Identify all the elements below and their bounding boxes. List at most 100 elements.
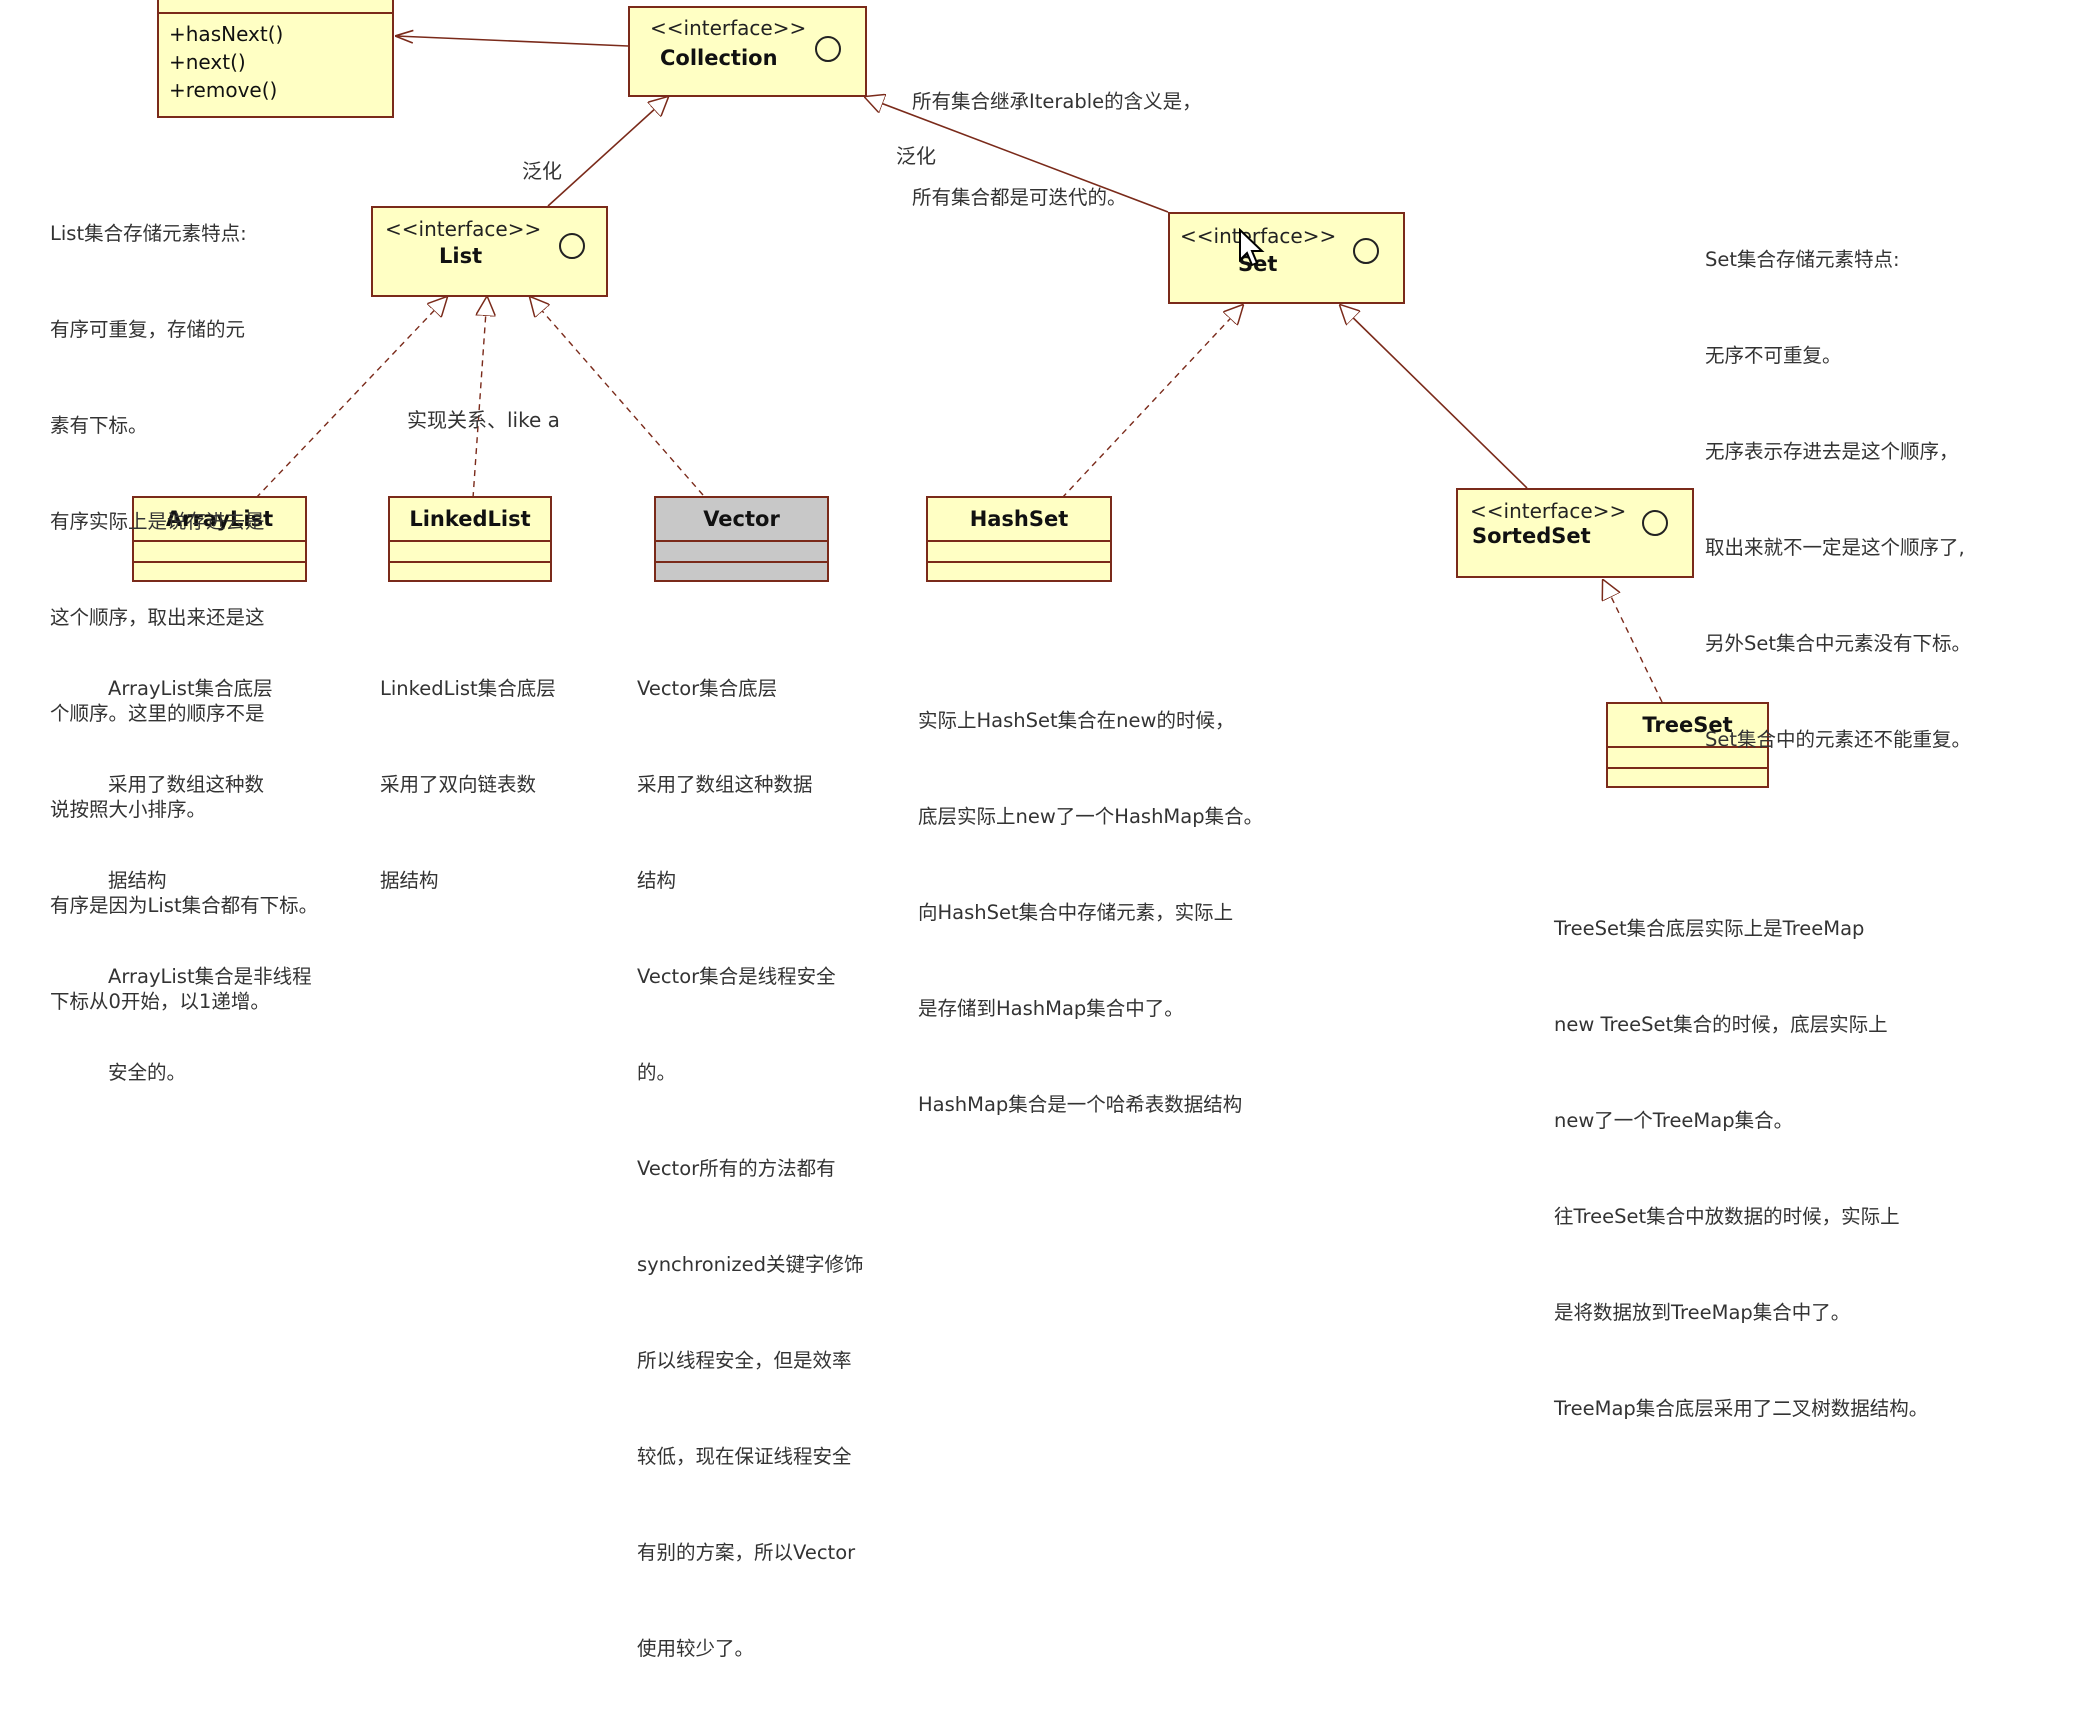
note-line: TreeMap集合底层采用了二叉树数据结构。 (1554, 1397, 1929, 1420)
interface-circle-icon (1353, 238, 1379, 264)
note-line: 结构 (637, 869, 677, 892)
note-line: new TreeSet集合的时候，底层实际上 (1554, 1013, 1888, 1036)
note-line: 所有集合继承Iterable的含义是， (912, 90, 1202, 113)
class-name: Vector (656, 498, 827, 542)
note-line: List集合存储元素特点: (50, 222, 247, 245)
note-line: 这个顺序，取出来还是这 (50, 606, 265, 629)
note-line: TreeSet集合底层实际上是TreeMap (1554, 917, 1865, 940)
hashset-class-box[interactable]: HashSet (926, 496, 1112, 582)
note-line: 个顺序。这里的顺序不是 (50, 702, 265, 725)
note-line: 是将数据放到TreeMap集合中了。 (1554, 1301, 1851, 1324)
class-attributes-section (928, 542, 1110, 563)
note-line: 另外Set集合中元素没有下标。 (1705, 632, 1972, 655)
vector-note: Vector集合底层 采用了数组这种数据 结构 Vector集合是线程安全 的。… (637, 609, 864, 1729)
note-line: 素有下标。 (50, 414, 148, 437)
note-line: 有序是因为List集合都有下标。 (50, 894, 319, 917)
edge-treeset-to-sortedset (1603, 580, 1663, 703)
note-line: 实际上HashSet集合在new的时候， (918, 709, 1235, 732)
note-line: Vector集合底层 (637, 677, 778, 700)
note-line: 安全的。 (108, 1061, 187, 1084)
note-line: ArrayList集合底层 (108, 677, 273, 700)
list-note: List集合存储元素特点: 有序可重复，存储的元 素有下标。 有序实际上是说存进… (50, 154, 318, 1082)
note-line: Vector集合是线程安全 (637, 965, 836, 988)
hashset-note: 实际上HashSet集合在new的时候， 底层实际上new了一个HashMap集… (918, 641, 1263, 1185)
iterator-box-divider (159, 12, 392, 14)
stereotype-label: <<interface>> (385, 217, 542, 241)
collection-interface-box[interactable]: <<interface>> Collection (628, 6, 867, 97)
class-name: HashSet (928, 498, 1110, 542)
note-line: 据结构 (380, 869, 439, 892)
note-line: 所以线程安全，但是效率 (637, 1349, 852, 1372)
relationship-lines (255, 0, 1663, 703)
class-name: TreeSet (1608, 704, 1767, 748)
edge-sortedset-to-set (1340, 305, 1528, 489)
note-line: 有序可重复，存储的元 (50, 318, 246, 341)
iterator-method: +next() (169, 50, 246, 74)
note-line: 采用了数组这种数据 (637, 773, 813, 796)
note-line: 底层实际上new了一个HashMap集合。 (918, 805, 1264, 828)
set-note: Set集合存储元素特点: 无序不可重复。 无序表示存进去是这个顺序， 取出来就不… (1705, 180, 1971, 820)
class-attributes-section (134, 542, 305, 563)
collection-note: 所有集合继承Iterable的含义是， 所有集合都是可迭代的。 (912, 22, 1202, 278)
realization-label: 实现关系、like a (407, 408, 560, 432)
note-line: 下标从0开始，以1递增。 (50, 990, 270, 1013)
interface-name: Collection (660, 46, 778, 70)
note-line: 无序表示存进去是这个顺序， (1705, 440, 1959, 463)
note-line: 的。 (637, 1061, 677, 1084)
class-attributes-section (656, 542, 827, 563)
note-line: Set集合中的元素还不能重复。 (1705, 728, 1972, 751)
iterator-method: +hasNext() (169, 22, 284, 46)
note-line: 较低，现在保证线程安全 (637, 1445, 852, 1468)
interface-name: SortedSet (1472, 524, 1591, 548)
class-name: LinkedList (390, 498, 550, 542)
interface-circle-icon (815, 36, 841, 62)
mouse-cursor-icon (1239, 228, 1265, 267)
stereotype-label: <<interface>> (1470, 499, 1627, 523)
edge-linkedlist-to-list (472, 297, 487, 499)
interface-name: List (439, 244, 483, 268)
iterator-class-box[interactable]: +hasNext() +next() +remove() (157, 0, 394, 118)
note-line: 有别的方案，所以Vector (637, 1541, 856, 1564)
arraylist-class-box[interactable]: ArrayList (132, 496, 307, 582)
generalization-label: 泛化 (522, 159, 562, 183)
stereotype-label: <<interface>> (650, 16, 807, 40)
uml-diagram-canvas: +hasNext() +next() +remove() <<interface… (50, 0, 1971, 1660)
note-line: Vector所有的方法都有 (637, 1157, 836, 1180)
note-line: 采用了数组这种数 (108, 773, 265, 796)
note-line: 是存储到HashMap集合中了。 (918, 997, 1184, 1020)
edge-arraylist-to-list (255, 297, 447, 499)
sortedset-interface-box[interactable]: <<interface>> SortedSet (1456, 488, 1694, 578)
linkedlist-class-box[interactable]: LinkedList (388, 496, 552, 582)
note-line: new了一个TreeMap集合。 (1554, 1109, 1794, 1132)
note-line: Set集合存储元素特点: (1705, 248, 1900, 271)
edge-collection-to-iterator (396, 36, 629, 47)
note-line: 有序实际上是说存进去是 (50, 510, 265, 533)
edge-set-to-collection (865, 97, 1169, 213)
note-line: 往TreeSet集合中放数据的时候，实际上 (1554, 1205, 1900, 1228)
arraylist-note: ArrayList集合底层 采用了数组这种数 据结构 ArrayList集合是非… (108, 609, 312, 1153)
note-line: 据结构 (108, 869, 167, 892)
edge-hashset-to-set (1061, 305, 1243, 499)
edge-vector-to-list (530, 297, 704, 496)
treeset-class-box[interactable]: TreeSet (1606, 702, 1769, 788)
generalization-label: 泛化 (896, 144, 936, 168)
list-interface-box[interactable]: <<interface>> List (371, 206, 608, 297)
note-line: 取出来就不一定是这个顺序了, (1705, 536, 1965, 559)
iterator-methods: +hasNext() +next() +remove() (169, 20, 283, 104)
note-line: synchronized关键字修饰 (637, 1253, 864, 1276)
note-line: 向HashSet集合中存储元素，实际上 (918, 901, 1234, 924)
note-line: 无序不可重复。 (1705, 344, 1842, 367)
set-interface-box[interactable]: <<interface>> Set (1168, 212, 1405, 304)
note-line: 采用了双向链表数 (380, 773, 537, 796)
note-line: 说按照大小排序。 (50, 798, 207, 821)
note-line: 所有集合都是可迭代的。 (912, 186, 1127, 209)
class-name: ArrayList (134, 498, 305, 542)
class-attributes-section (390, 542, 550, 563)
note-line: 使用较少了。 (637, 1637, 755, 1660)
linkedlist-note: LinkedList集合底层 采用了双向链表数 据结构 (380, 609, 556, 961)
class-attributes-section (1608, 748, 1767, 769)
vector-class-box[interactable]: Vector (654, 496, 829, 582)
interface-circle-icon (1642, 510, 1668, 536)
stereotype-label: <<interface>> (1180, 224, 1337, 248)
interface-circle-icon (559, 233, 585, 259)
